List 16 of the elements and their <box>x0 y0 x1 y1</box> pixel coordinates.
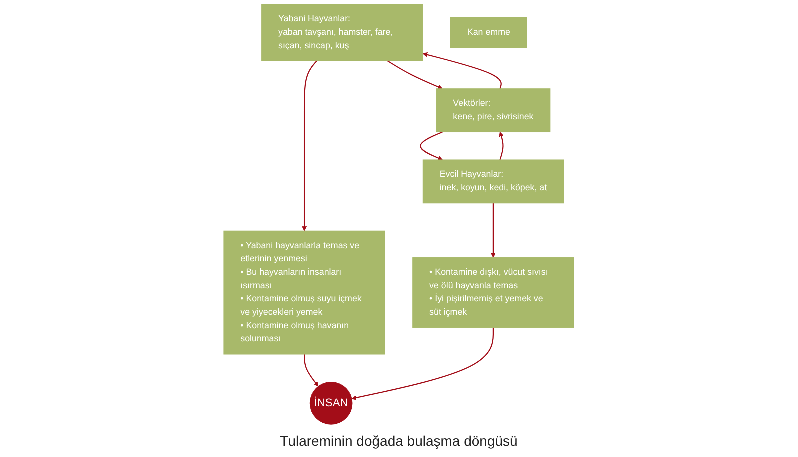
arrow <box>420 132 443 161</box>
node-box: • Kontamine dışkı, vücut sıvısı ve ölü hayvanla temas • İyi pişirilmemiş et yemek ve süt içmek <box>412 258 574 328</box>
node-circle: İNSAN <box>310 382 353 425</box>
arrow <box>304 354 319 387</box>
node-box: • Yabani hayvanlarla temas ve etlerinin yenmesi • Bu hayvanların insanları ısırması • Kontamine olmuş suyu içmek ve yiyecekleri yemek • Kontamine olmuş havanın solunması <box>224 230 386 355</box>
node-box: Kan emme <box>450 18 528 48</box>
caption: Tulareminin doğada bulaşma döngüsü <box>280 432 518 451</box>
arrow <box>352 328 494 400</box>
arrow <box>388 60 443 90</box>
arrow <box>499 132 504 160</box>
arrow <box>491 203 496 258</box>
node-box: Vektörler: kene, pire, sivrisinek <box>436 88 551 133</box>
arrow <box>422 52 502 90</box>
node-box: Evcil Hayvanlar: inek, koyun, kedi, köpek, at <box>422 160 564 204</box>
arrow <box>302 60 318 232</box>
node-box: Yabani Hayvanlar: yaban tavşanı, hamster, fare, sıçan, sincap, kuş <box>262 4 424 62</box>
